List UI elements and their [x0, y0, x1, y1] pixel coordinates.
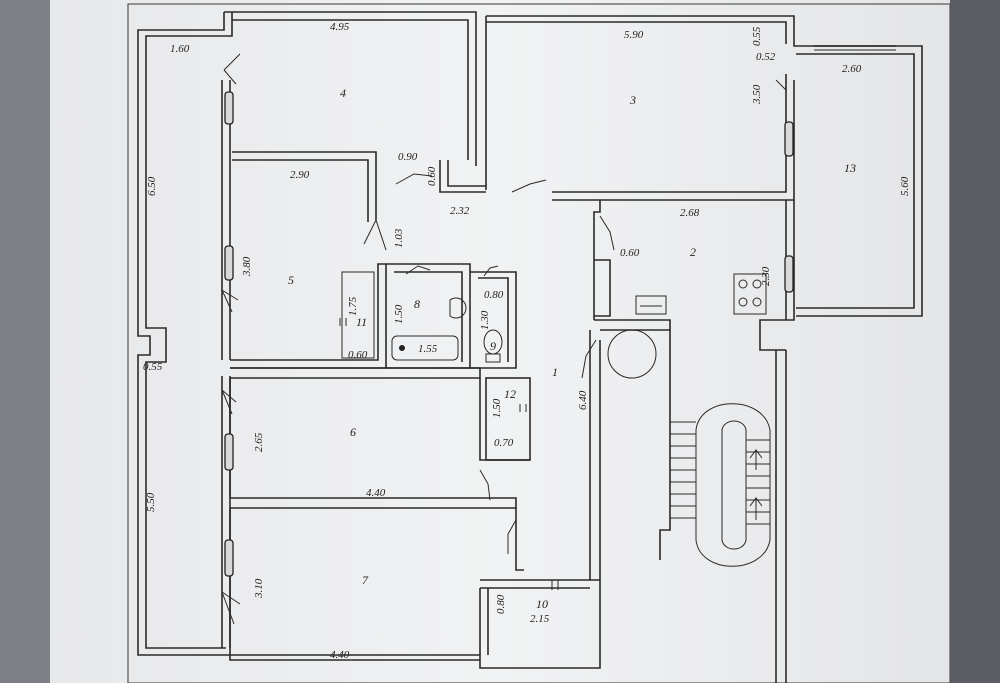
dim-6-50: 6.50 [146, 176, 158, 196]
kitchen-sink-icon [635, 295, 667, 315]
dim-1-30: 1.30 [479, 310, 491, 330]
dim-4-95: 4.95 [330, 21, 350, 33]
dim-3-80: 3.80 [241, 256, 253, 277]
room-7-label: 7 [362, 573, 369, 587]
ventilation-shaft-icon [607, 329, 657, 379]
dim-1-50-a: 1.50 [393, 304, 405, 324]
dim-4-40-a: 4.40 [366, 487, 386, 499]
dim-4-40-b: 4.40 [330, 649, 350, 661]
dim-0-60-c: 0.60 [348, 349, 368, 361]
room-12-label: 12 [504, 387, 516, 401]
bathtub-drain-icon [399, 345, 405, 351]
dim-0-90: 0.90 [398, 151, 418, 163]
dim-0-70: 0.70 [494, 437, 514, 449]
stair-arrow-up-icon [749, 497, 763, 520]
room-4-label: 4 [340, 86, 346, 100]
room-6-label: 6 [350, 425, 356, 439]
dim-2-68: 2.68 [680, 207, 700, 219]
dim-5-90: 5.90 [624, 29, 644, 41]
room-labels: 1 2 3 4 5 6 7 8 9 10 11 12 13 [288, 86, 856, 611]
dim-5-50: 5.50 [145, 492, 157, 512]
window-room-4 [224, 91, 234, 125]
door-swings [221, 53, 787, 625]
paper-sheet [50, 0, 950, 683]
room-3-label: 3 [629, 93, 636, 107]
room-13-label: 13 [844, 161, 856, 175]
sink-icon [449, 297, 467, 319]
sheet-edge-shadow [950, 0, 1000, 683]
dim-1-50-b: 1.50 [491, 398, 503, 418]
dim-1-75: 1.75 [347, 296, 359, 316]
dim-5-60: 5.60 [899, 176, 911, 196]
dim-2-15: 2.15 [530, 613, 550, 625]
exterior-walls [137, 11, 923, 669]
stove-icon [733, 273, 767, 315]
dim-1-55: 1.55 [418, 343, 438, 355]
stair-arrow-icon [749, 449, 763, 470]
staircase [659, 330, 787, 683]
dim-1-03: 1.03 [393, 228, 405, 248]
window-room-7 [224, 539, 234, 577]
room-8-label: 8 [414, 297, 420, 311]
room-9-label: 9 [490, 339, 496, 353]
dim-2-60: 2.60 [842, 63, 862, 75]
dim-1-60: 1.60 [170, 43, 190, 55]
dim-3-10: 3.10 [253, 578, 265, 599]
window-room-6 [224, 433, 234, 471]
interior-walls [221, 74, 795, 661]
dim-0-55-top: 0.55 [751, 26, 763, 46]
dim-6-40: 6.40 [577, 390, 589, 410]
dim-0-52: 0.52 [756, 51, 776, 63]
room-11-label: 11 [356, 315, 367, 329]
room-5-label: 5 [288, 273, 294, 287]
dim-2-65: 2.65 [253, 432, 265, 452]
window-room-3 [784, 121, 794, 157]
room-1-label: 1 [552, 365, 558, 379]
windows [224, 91, 794, 577]
room-10-label: 10 [536, 597, 548, 611]
drawing-frame [127, 3, 951, 683]
dim-2-32: 2.32 [450, 205, 470, 217]
dim-2-90: 2.90 [290, 169, 310, 181]
dim-3-50: 3.50 [751, 84, 763, 105]
dimension-labels-vertical: 6.50 0.55 3.50 5.60 0.60 1.03 3.80 2.30 … [145, 26, 911, 614]
dimension-labels: 1.60 4.95 5.90 0.52 2.60 0.90 2.90 2.32 … [143, 21, 862, 661]
window-room-2 [784, 255, 794, 293]
dim-2-30: 2.30 [760, 266, 772, 286]
fixtures [339, 273, 767, 590]
dim-0-60-a: 0.60 [426, 166, 438, 186]
dim-0-80-b: 0.80 [495, 594, 507, 614]
dim-0-55-left: 0.55 [143, 361, 163, 373]
window-room-5 [224, 245, 234, 281]
dim-0-60-b: 0.60 [620, 247, 640, 259]
dim-0-80-a: 0.80 [484, 289, 504, 301]
room-2-label: 2 [690, 245, 696, 259]
bathtub-icon [391, 335, 459, 361]
